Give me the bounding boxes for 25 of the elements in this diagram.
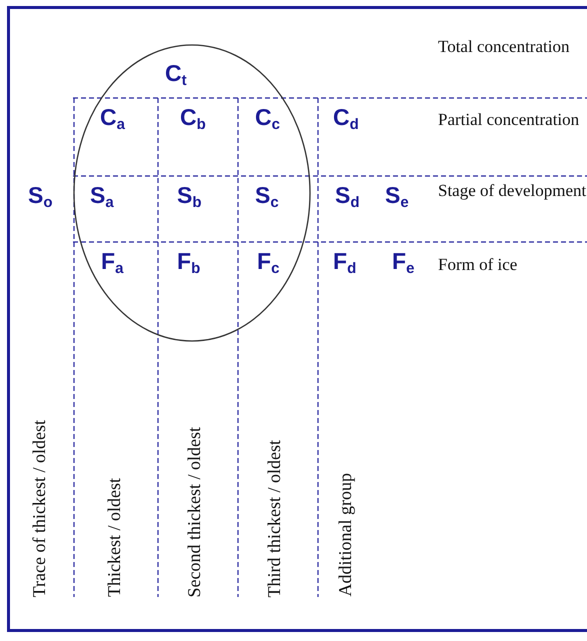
ice-code-symbol: C$_{t}$ [165,62,187,88]
ice-code-symbol: S$_{e}$ [385,184,409,210]
ice-code-symbol: S$_{c}$ [255,184,279,210]
ice-code-symbol: F$_{c}$ [257,250,280,276]
column-label: Additional group [336,473,354,596]
column-label: Third thickest / oldest [265,440,283,598]
ice-code-symbol: F$_{e}$ [392,250,414,276]
ice-code-symbol: C$_{c}$ [255,106,280,132]
row-label: Stage of development [438,180,587,202]
ice-code-symbol: C$_{b}$ [180,106,206,132]
ice-code-symbol: F$_{d}$ [333,250,356,276]
row-label: Partial concentration [438,109,580,131]
ice-code-symbol: S$_{d}$ [335,184,360,210]
ice-code-symbol: F$_{a}$ [101,250,124,276]
column-label: Thickest / oldest [105,478,123,597]
ice-code-symbol: S$_{o}$ [28,184,53,210]
ice-code-symbol: F$_{b}$ [177,250,200,276]
ice-code-symbol: S$_{a}$ [90,184,114,210]
row-label: Total concentration [438,36,570,58]
ice-code-symbol: C$_{a}$ [100,106,125,132]
column-label: Second thickest / oldest [185,427,203,598]
ice-code-symbol: C$_{d}$ [333,106,359,132]
ice-code-symbol: S$_{b}$ [177,184,202,210]
column-label: Trace of thickest / oldest [30,420,48,598]
row-label: Form of ice [438,254,518,276]
